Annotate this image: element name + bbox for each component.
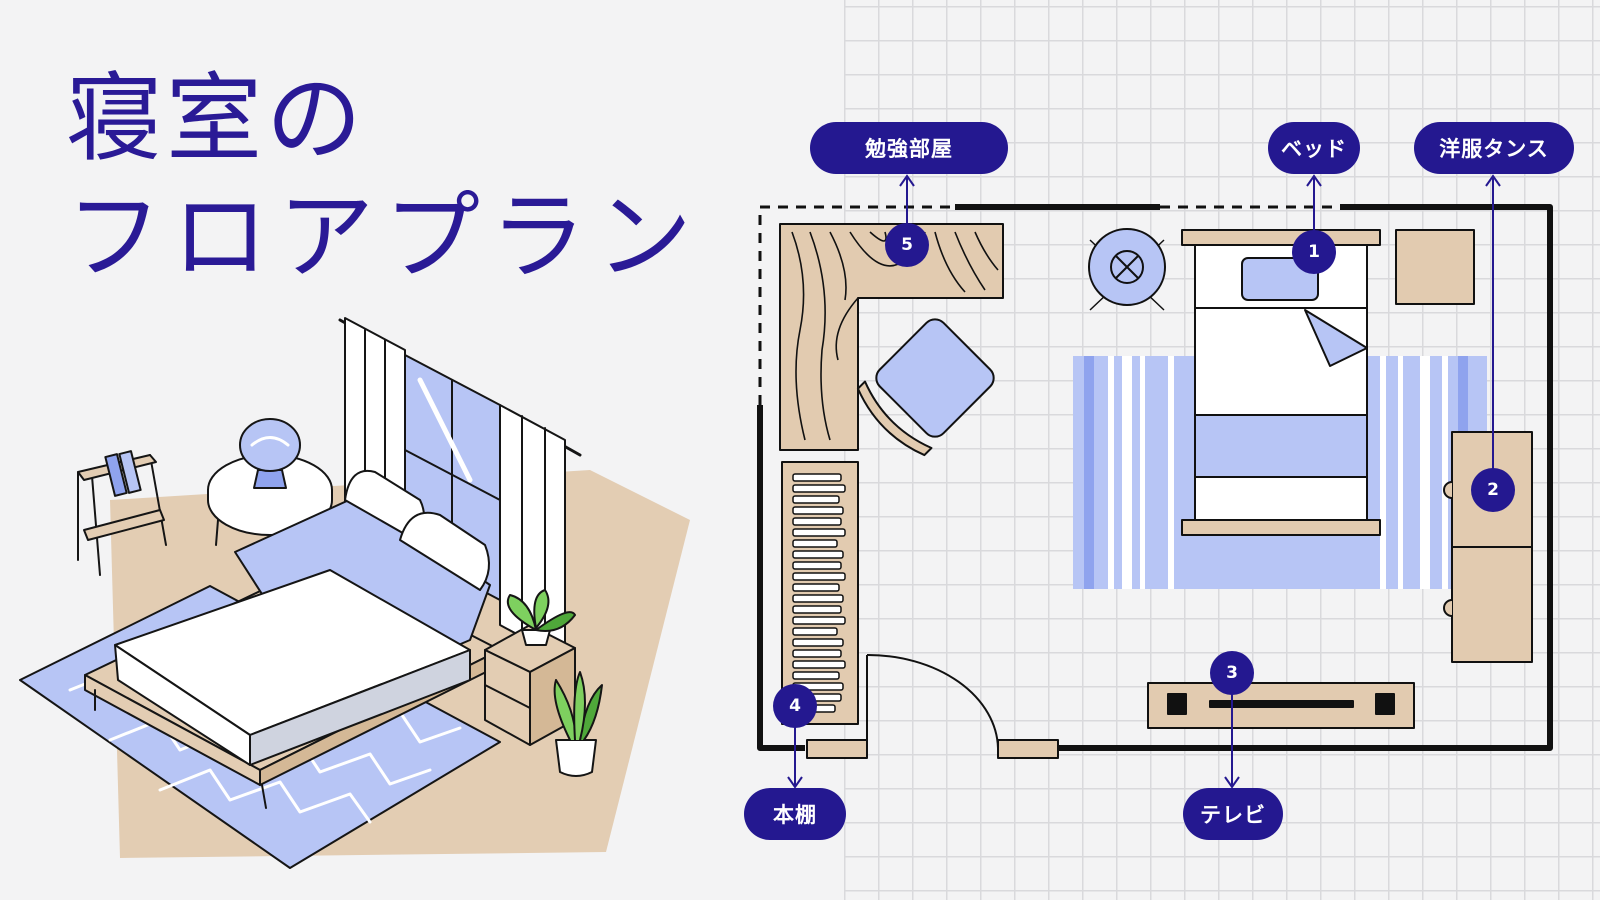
marker-study: 5 (885, 223, 929, 267)
marker-tv: 3 (1210, 651, 1254, 695)
label-bookshelf: 本棚 (744, 788, 846, 840)
floor-bed (1181, 229, 1381, 536)
side-cabinet (1395, 229, 1475, 305)
label-wardrobe: 洋服タンス (1414, 122, 1574, 174)
study-desk (779, 223, 1004, 451)
label-bed: ベッド (1268, 122, 1360, 174)
door (806, 653, 1059, 759)
wall-top-right (1058, 204, 1553, 751)
title-line-1: 寝室の (66, 63, 366, 175)
marker-wardrobe: 2 (1471, 468, 1515, 512)
desk-chair (856, 318, 995, 457)
tv-stand (1147, 682, 1415, 729)
page-title: 寝室の フロアプラン (66, 60, 702, 296)
marker-bookshelf: 4 (773, 684, 817, 728)
marker-bed: 1 (1292, 230, 1336, 274)
floor-lamp (1088, 228, 1166, 311)
bookshelf (781, 461, 859, 725)
wall-dashed (758, 205, 955, 405)
label-study-room: 勉強部屋 (810, 122, 1008, 174)
label-tv: テレビ (1183, 788, 1283, 840)
wardrobe (1443, 431, 1533, 663)
title-line-2: フロアプラン (66, 181, 702, 293)
wall-left (757, 405, 805, 751)
